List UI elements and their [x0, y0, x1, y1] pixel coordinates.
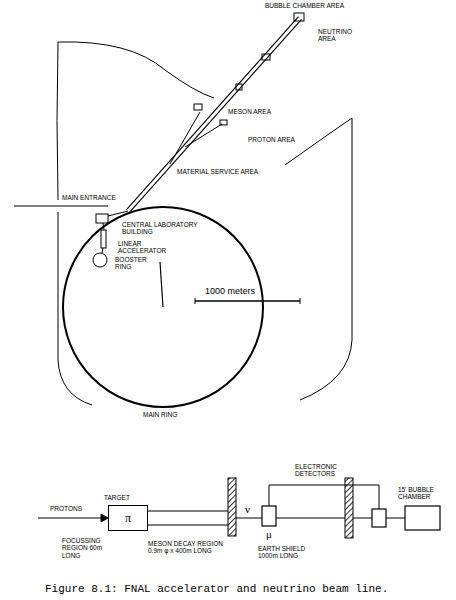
particle-symbol: ν: [245, 503, 250, 516]
detector-label: ELECTRONIC DETECTORS: [295, 463, 345, 478]
proton-beam: [38, 517, 101, 518]
area-label: MATERIAL SERVICE AREA: [177, 168, 258, 175]
detector-box: [262, 506, 276, 526]
region-label: FOCUSSING REGION 60m LONG: [62, 537, 118, 559]
decay-tube: [148, 525, 228, 526]
radial-line: [160, 262, 163, 307]
main-ring: [63, 207, 263, 407]
neutrino-path: [276, 518, 345, 519]
area-label: PROTON AREA: [248, 136, 295, 143]
entrance-road: [14, 205, 108, 206]
figure-caption: Figure 8.1: FNAL accelerator and neutrin…: [45, 583, 388, 595]
beam-label: PROTONS: [50, 505, 82, 512]
site-outline: [14, 42, 352, 405]
site-boundary: [285, 118, 352, 400]
focusing-box: π: [108, 505, 148, 531]
detector-box: [372, 509, 386, 527]
earth-shield: [228, 478, 236, 536]
neutrino-path: [353, 518, 372, 519]
neutrino-path: [386, 518, 405, 519]
scale-label: 1000 meters: [205, 286, 255, 296]
area-label: NEUTRINO AREA: [318, 28, 358, 43]
area-label: BUBBLE CHAMBER AREA: [265, 2, 344, 9]
site-boundary: [57, 42, 58, 200]
scale-bar: [195, 298, 300, 304]
site-boundary: [58, 42, 214, 98]
arrow-head: [101, 514, 108, 522]
target-label: TARGET: [104, 494, 130, 501]
area-label: MAIN ENTRANCE: [62, 194, 116, 201]
region-symbol: π: [125, 511, 131, 526]
neutrino-path: [236, 518, 262, 519]
neutrino-beam-schematic: [38, 478, 440, 538]
region-label: EARTH SHIELD 1000m LONG: [258, 545, 318, 560]
earth-shield: [345, 478, 353, 538]
detector-label: 15' BUBBLE CHAMBER: [398, 486, 444, 501]
building-label: CENTRAL LABORATORY BUILDING: [122, 221, 206, 236]
ring-label: MAIN RING: [143, 411, 177, 418]
detector-bracket: [269, 485, 379, 509]
particle-symbol: μ: [266, 528, 272, 541]
beam-line: [127, 13, 305, 212]
bubble-chamber-box: [405, 506, 440, 530]
area-label: MESON AREA: [228, 108, 271, 115]
region-label: MESON DECAY REGION 0.9m φ x 400m LONG: [148, 540, 234, 555]
building-label: LINEAR ACCELERATOR: [118, 240, 170, 255]
building-label: BOOSTER RING: [115, 256, 151, 271]
decay-tube: [148, 511, 228, 512]
